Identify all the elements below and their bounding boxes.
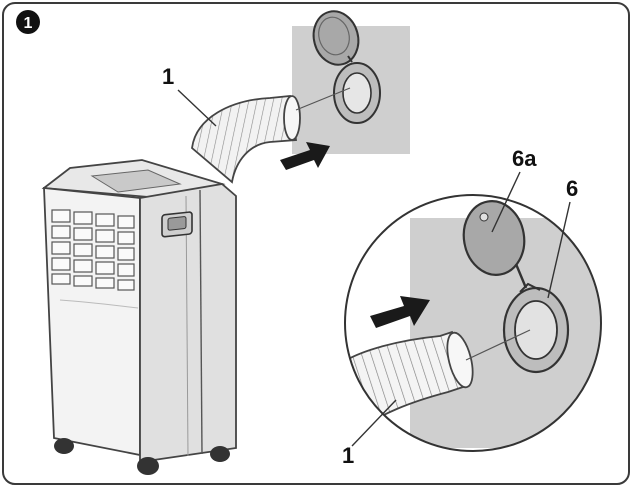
portable-ac-unit (41, 159, 237, 475)
callout-hose-bottom: 1 (342, 443, 354, 468)
direction-arrow-detail (370, 296, 430, 328)
step-marker: 1 (16, 10, 40, 34)
exhaust-hose-top (191, 95, 301, 184)
callout-cap: 6a (512, 146, 537, 171)
window-ring-top (333, 55, 381, 124)
callout-line-ring (547, 201, 571, 299)
window-cap-detail (462, 200, 528, 289)
hose-to-ring-line-detail (465, 329, 531, 361)
callout-line-cap (491, 171, 521, 233)
window-cap-top (312, 10, 360, 66)
callout-ring: 6 (566, 176, 578, 201)
callout-line-hose-top (177, 89, 217, 127)
callout-hose-top: 1 (162, 64, 174, 89)
callout-line-hose-bottom (351, 399, 397, 447)
hose-to-ring-line-top (295, 87, 351, 111)
direction-arrow-top (280, 142, 330, 170)
window-ring-detail (502, 282, 570, 374)
step-marker-label: 1 (24, 15, 33, 32)
